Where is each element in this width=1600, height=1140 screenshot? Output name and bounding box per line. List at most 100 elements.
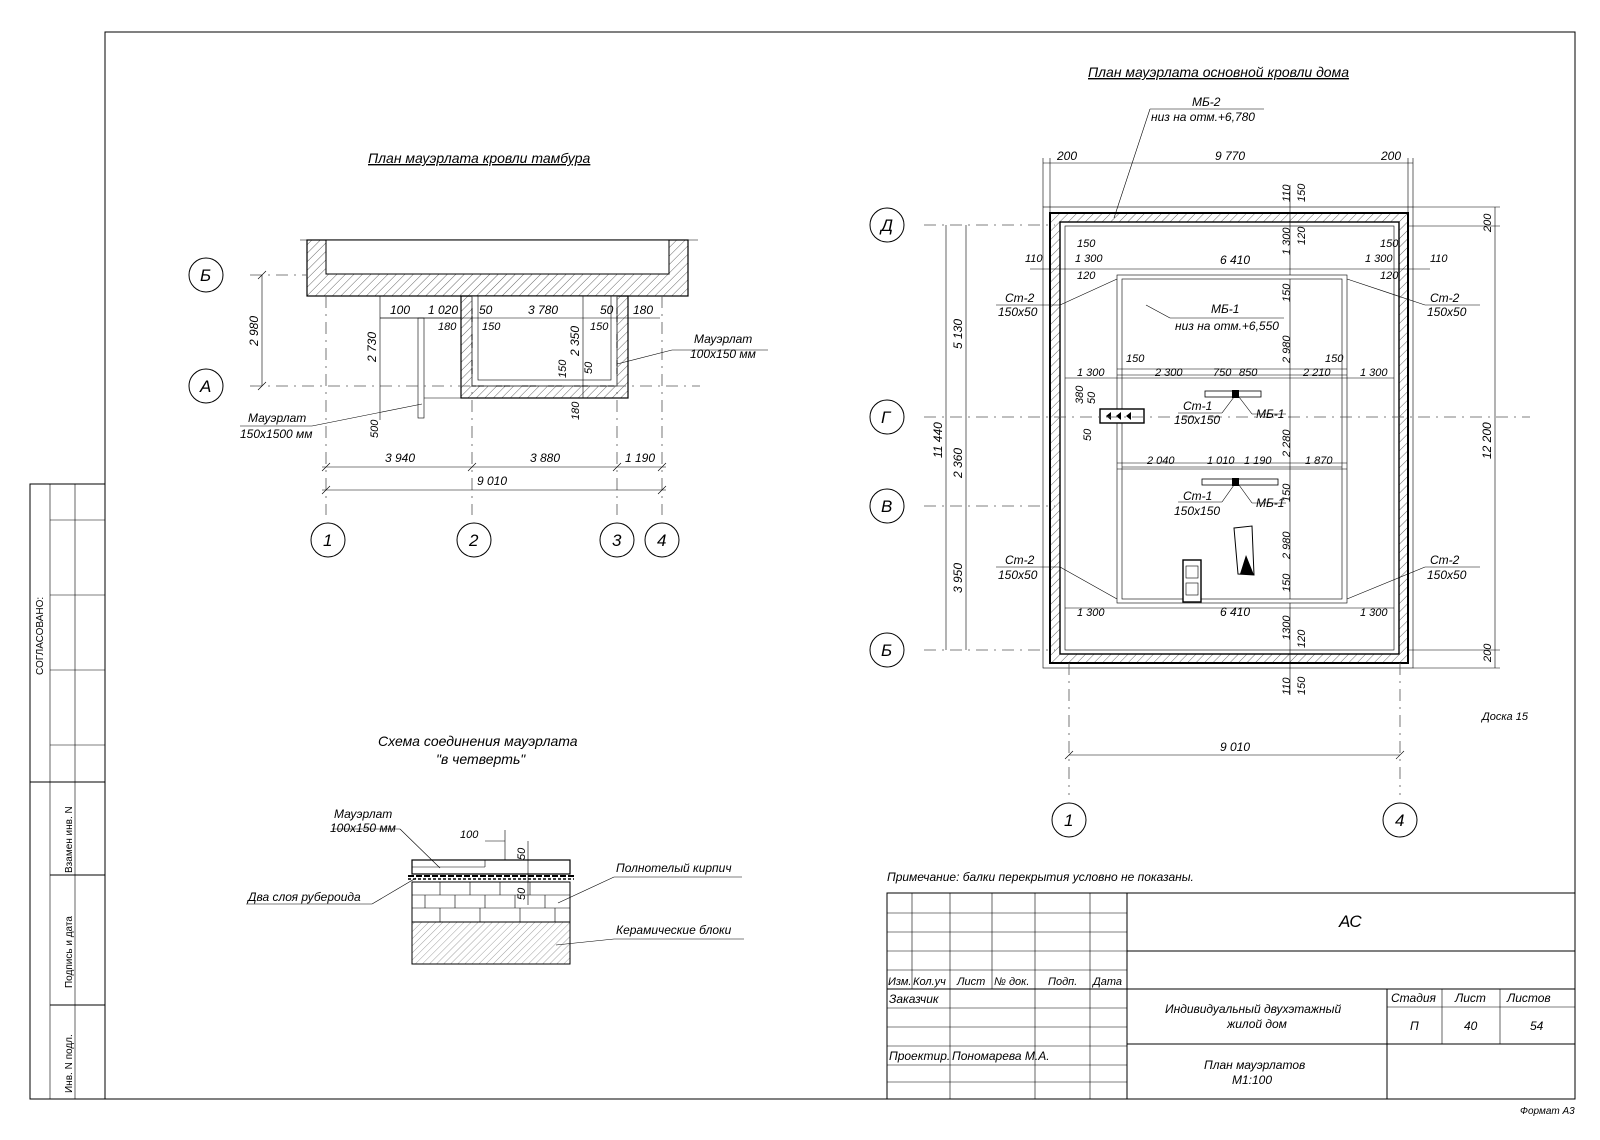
main-inner-frame — [1116, 274, 1348, 604]
dim-b-110: 110 — [1281, 677, 1293, 695]
dim-b-1300: 1300 — [1281, 615, 1293, 640]
tb-designer-label: Проектир. — [889, 1049, 950, 1063]
st1-label-upper: Ст-1 — [1183, 399, 1212, 413]
row2-750: 750 — [1213, 367, 1232, 379]
side-sign-date-label: Подпись и дата — [64, 916, 75, 988]
dim-left-2360: 2 360 — [951, 448, 965, 479]
row4-1300: 1 300 — [1077, 607, 1105, 619]
dim-50-v: 50 — [583, 361, 595, 374]
dim-b-120: 120 — [1296, 629, 1308, 648]
dim-c-2980-a: 2 980 — [1281, 335, 1293, 364]
dim-c-2280: 2 280 — [1281, 429, 1293, 458]
dim-180-a: 180 — [438, 321, 457, 333]
axis-bubble-2-left: 2 — [468, 531, 479, 550]
side-inv-label: Инв. N подл. — [64, 1034, 75, 1093]
main-plan-title: План мауэрлата основной кровли дома — [1088, 64, 1349, 80]
tb-sheet-header: Лист — [1454, 991, 1486, 1005]
dim-500: 500 — [369, 419, 381, 438]
dim-9010-left: 9 010 — [477, 474, 507, 488]
st2-size-bl: 150х50 — [998, 568, 1038, 582]
st2-size-br: 150х50 — [1427, 568, 1467, 582]
tb-col-date: Дата — [1091, 976, 1122, 988]
dim-50-g-b: 50 — [1082, 428, 1094, 441]
side-replace-label: Взамен инв. N — [64, 806, 75, 873]
side-stamp: СОГЛАСОВАНО: Взамен инв. N Подпись и дат… — [29, 483, 106, 1100]
vestibule-mauer-left-2: 150х1500 мм — [240, 427, 313, 441]
tb-col-list: Лист — [956, 976, 985, 988]
row4-1300-b: 1 300 — [1360, 607, 1388, 619]
note-text: Примечание: балки перекрытия условно не … — [887, 870, 1194, 884]
tb-sheet-value: 40 — [1464, 1019, 1478, 1033]
joint-scheme: Схема соединения мауэрлата "в четверть" … — [246, 733, 744, 965]
dim-2730: 2 730 — [365, 332, 379, 363]
tb-stage-value: П — [1410, 1019, 1419, 1033]
row2-2210: 2 210 — [1302, 367, 1331, 379]
title-block: АС Изм. Кол.уч Лист № док. Подп. Дата За… — [886, 892, 1576, 1100]
dim-top-200-b: 200 — [1380, 149, 1401, 163]
axis-bubble-g: Г — [881, 408, 892, 427]
joint-mauer-1: Мауэрлат — [334, 807, 392, 821]
row2-850: 850 — [1239, 367, 1258, 379]
mb1-elevation: низ на отм.+6,550 — [1175, 319, 1279, 333]
joint-mauer-2: 100х150 мм — [330, 821, 396, 835]
dim-3940: 3 940 — [385, 451, 415, 465]
tb-object-2: жилой дом — [1226, 1017, 1287, 1031]
axis-bubble-d: Д — [879, 216, 893, 235]
row3-1190: 1 190 — [1244, 455, 1272, 467]
row1-120: 120 — [1077, 270, 1096, 282]
joint-brick-label: Полнотелый кирпич — [616, 861, 732, 875]
dim-top-200-a: 200 — [1056, 149, 1077, 163]
joint-ceramic-blocks — [411, 921, 571, 965]
tb-col-sign: Подп. — [1048, 976, 1077, 988]
format-label: Формат А3 — [1520, 1106, 1575, 1117]
joint-dim-50-a: 50 — [516, 847, 528, 860]
axis-bubble-b: Б — [881, 641, 892, 660]
tb-code: АС — [1338, 912, 1362, 931]
joint-dim-50-b: 50 — [516, 887, 528, 900]
tb-designer-name: Пономарева М.А. — [952, 1049, 1050, 1063]
vestibule-plan-title: План мауэрлата кровли тамбура — [368, 150, 591, 166]
vestibule-left-mauerlat — [417, 317, 425, 419]
st2-label-tr: Ст-2 — [1430, 291, 1460, 305]
row3-2040: 2 040 — [1146, 455, 1175, 467]
vestibule-mauer-right-1: Мауэрлат — [694, 332, 752, 346]
dim-100: 100 — [390, 303, 410, 317]
st1-size-lower: 150х150 — [1174, 504, 1220, 518]
axis-bubble-4: 4 — [1395, 811, 1404, 830]
dim-right-200-b: 200 — [1482, 643, 1494, 663]
st1-label-lower: Ст-1 — [1183, 489, 1212, 503]
dim-v-150-top: 150 — [1296, 183, 1308, 202]
row3-1010: 1 010 — [1207, 455, 1235, 467]
axis-bubble-b-left: Б — [200, 266, 211, 285]
row2-2300: 2 300 — [1154, 367, 1183, 379]
stove-element — [1182, 559, 1202, 603]
dim-2350: 2 350 — [568, 326, 582, 357]
dim-150-v: 150 — [557, 359, 569, 378]
dim-bottom-9010: 9 010 — [1220, 740, 1250, 754]
dim-c-2980-b: 2 980 — [1281, 531, 1293, 560]
main-outer-contour — [1042, 206, 1414, 669]
joint-dim-100: 100 — [460, 829, 479, 841]
dim-3780: 3 780 — [528, 303, 558, 317]
dim-top-9770: 9 770 — [1215, 149, 1245, 163]
row3-1870: 1 870 — [1305, 455, 1333, 467]
mb1-label: МБ-1 — [1211, 302, 1239, 316]
dim-left-3950: 3 950 — [951, 563, 965, 593]
dim-150-b: 150 — [590, 321, 609, 333]
row1-150: 150 — [1077, 238, 1096, 250]
dim-380: 380 — [1074, 385, 1086, 404]
row2-150: 150 — [1126, 353, 1145, 365]
dim-1020: 1 020 — [428, 303, 458, 317]
axis-bubble-1: 1 — [1064, 811, 1073, 830]
row2-150-b: 150 — [1325, 353, 1344, 365]
tb-col-izm: Изм. — [888, 976, 911, 988]
dim-left-5130: 5 130 — [951, 319, 965, 349]
dim-50-b: 50 — [600, 303, 614, 317]
dim-1190: 1 190 — [625, 451, 655, 465]
dim-180-b: 180 — [633, 303, 653, 317]
mb2-label: МБ-2 — [1192, 95, 1221, 109]
dim-v-120-top: 120 — [1296, 226, 1308, 245]
axis-bubble-v: В — [881, 497, 892, 516]
row1-6410: 6 410 — [1220, 253, 1250, 267]
st1-size-upper: 150х150 — [1174, 413, 1220, 427]
